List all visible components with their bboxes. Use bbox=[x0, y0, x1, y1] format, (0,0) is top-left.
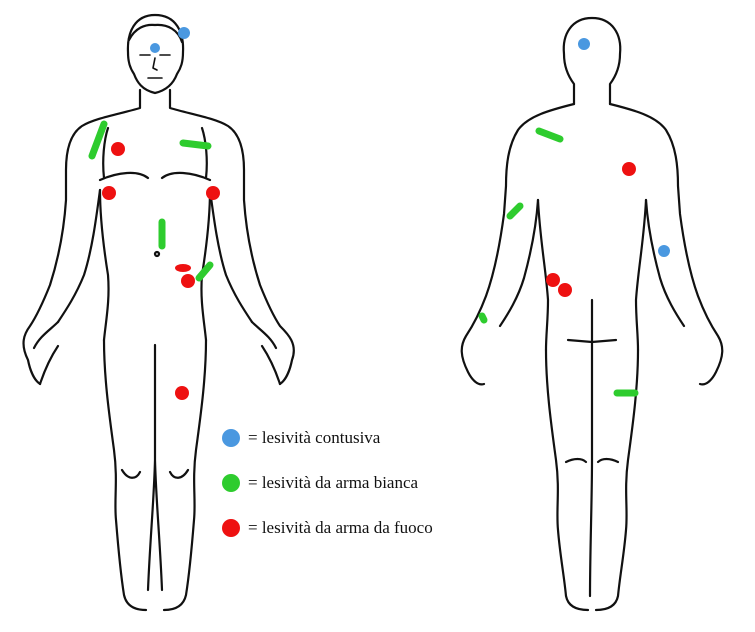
marker-firearm-front-chest-2 bbox=[102, 186, 116, 200]
back-firearm-markers bbox=[546, 162, 636, 297]
marker-firearm-front-abdomen-2 bbox=[181, 274, 195, 288]
marker-contusive-front-head-1 bbox=[178, 27, 190, 39]
front-face-details bbox=[140, 55, 170, 78]
marker-firearm-front-chest-1 bbox=[111, 142, 125, 156]
marker-firearm-back-shoulder bbox=[622, 162, 636, 176]
front-white-weapon-markers bbox=[92, 124, 210, 278]
marker-firearm-back-lower-1 bbox=[546, 273, 560, 287]
legend-label-white-weapon: = lesività da arma bianca bbox=[248, 473, 418, 493]
back-contusive-markers bbox=[578, 38, 670, 257]
legend-swatch-red-icon bbox=[222, 519, 240, 537]
marker-firearm-front-thigh bbox=[175, 386, 189, 400]
marker-contusive-front-head-2 bbox=[150, 43, 160, 53]
legend-label-firearm: = lesività da arma da fuoco bbox=[248, 518, 433, 538]
legend-item-white-weapon: = lesività da arma bianca bbox=[222, 469, 418, 497]
legend-item-contusive: = lesività contusiva bbox=[222, 424, 380, 452]
legend-swatch-blue-icon bbox=[222, 429, 240, 447]
marker-white-back-forearm bbox=[482, 316, 484, 320]
marker-white-front-shoulder bbox=[92, 124, 104, 156]
marker-firearm-back-lower-2 bbox=[558, 283, 572, 297]
legend-label-contusive: = lesività contusiva bbox=[248, 428, 380, 448]
marker-contusive-back-arm bbox=[658, 245, 670, 257]
marker-white-back-shoulder bbox=[539, 131, 560, 139]
back-white-weapon-markers bbox=[482, 131, 635, 393]
marker-contusive-back-head bbox=[578, 38, 590, 50]
marker-white-front-flank bbox=[199, 265, 210, 278]
legend-item-firearm: = lesività da arma da fuoco bbox=[222, 514, 433, 542]
legend-swatch-green-icon bbox=[222, 474, 240, 492]
marker-firearm-front-abdomen-1 bbox=[175, 264, 191, 272]
legend: = lesività contusiva = lesività da arma … bbox=[222, 424, 522, 554]
marker-firearm-front-chest-3 bbox=[206, 186, 220, 200]
marker-white-back-arm bbox=[510, 206, 520, 216]
marker-white-front-chest bbox=[183, 143, 208, 146]
